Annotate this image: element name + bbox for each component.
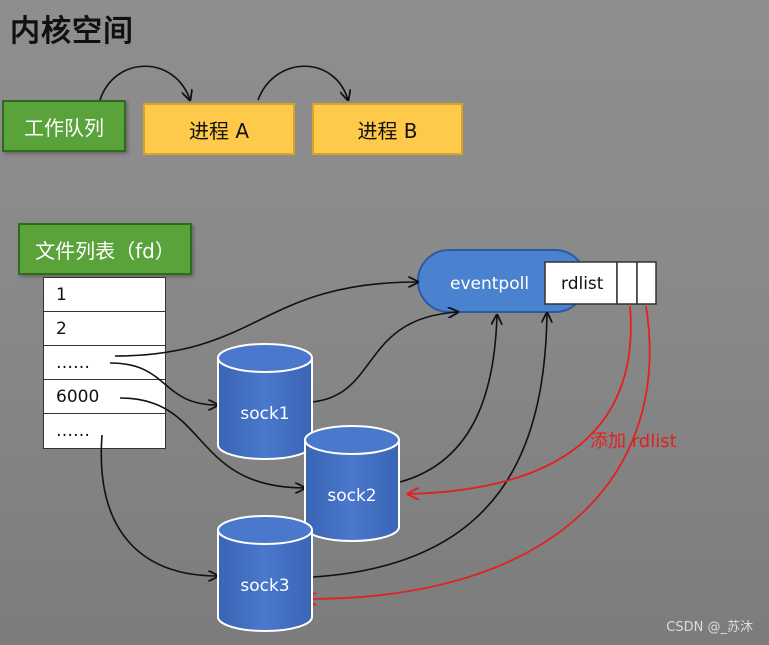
- rdlist-slot: [616, 261, 638, 305]
- file-list-label: 文件列表（fd）: [35, 238, 175, 263]
- rdlist-to-sock2-red-arrow: [408, 305, 632, 494]
- process-b-label: 进程 B: [357, 118, 418, 143]
- fd-value: 2: [56, 318, 67, 339]
- fd-to-sock3-arrow: [100, 434, 218, 576]
- add-rdlist-label: 添加 rdlist: [590, 431, 677, 452]
- sock2-label: sock2: [327, 486, 376, 506]
- fd-row: 2: [44, 312, 165, 346]
- queue-arrow-2: [257, 65, 348, 100]
- fd-value: ……: [56, 421, 90, 441]
- fd-value: ……: [56, 352, 90, 373]
- sock3-cylinder: [217, 515, 313, 632]
- sock2-to-eventpoll-arrow: [399, 315, 497, 483]
- sock1-to-eventpoll-arrow: [311, 312, 458, 403]
- queue-arrow-1: [99, 65, 190, 100]
- fd-row: 6000: [44, 380, 165, 414]
- watermark: CSDN @_苏沐: [666, 620, 753, 635]
- process-a-box: 进程 A: [143, 103, 295, 155]
- sock3-label: sock3: [240, 576, 289, 596]
- rdlist-box: [544, 261, 618, 305]
- fd-to-sock1-arrow: [109, 362, 218, 405]
- fd-value: 1: [56, 284, 67, 305]
- fd-value: 6000: [56, 386, 100, 407]
- process-b-box: 进程 B: [312, 103, 463, 155]
- fd-to-eventpoll-arrow: [114, 282, 418, 357]
- work-queue-label: 工作队列: [24, 115, 104, 140]
- fd-row: 1: [44, 278, 165, 312]
- rdlist-slot: [636, 261, 657, 305]
- page-title: 内核空间: [10, 14, 134, 49]
- eventpoll-label: eventpoll: [450, 274, 529, 294]
- sock1-label: sock1: [240, 404, 289, 424]
- fd-table: 1 2 …… 6000 ……: [43, 277, 166, 449]
- rdlist-label: rdlist: [561, 274, 604, 294]
- process-a-label: 进程 A: [188, 118, 250, 143]
- rdlist-to-sock3-red-arrow: [305, 305, 651, 599]
- fd-row: ……: [44, 414, 165, 448]
- file-list-box: 文件列表（fd）: [18, 223, 192, 275]
- sock1-cylinder: [217, 343, 313, 460]
- fd-to-sock2-arrow: [119, 397, 305, 488]
- sock3-to-eventpoll-arrow: [312, 313, 547, 578]
- fd-row: ……: [44, 346, 165, 380]
- work-queue-box: 工作队列: [2, 100, 126, 152]
- sock2-cylinder: [304, 425, 400, 542]
